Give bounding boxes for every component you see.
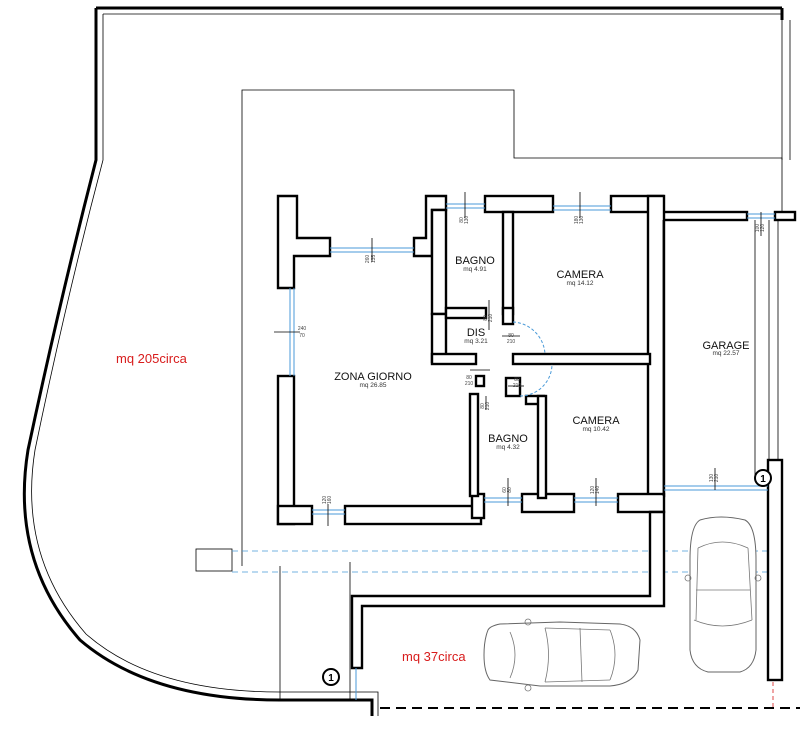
dim-camera2-window-h: 140: [595, 486, 601, 495]
room-area-garage: mq 22.57: [712, 350, 739, 357]
dimension-labels: 260 135 240 70 120 160 80 130 180 130 80…: [298, 216, 766, 505]
dim-dis-door-w: 80: [483, 315, 489, 321]
car-horizontal-icon: [483, 618, 641, 692]
lot-boundary: [22, 6, 800, 716]
dim-zona-bottom-window-w: 120: [322, 496, 328, 505]
section-marker-parking: 1: [322, 668, 340, 686]
parking-area-label: mq 37circa: [402, 649, 466, 664]
dim-garage-side-h: 210: [714, 474, 720, 483]
dim-camera2-door-w: 80: [514, 377, 520, 383]
dim-zona-top-window-h: 135: [371, 255, 377, 264]
dim-bagno2-door-h: 210: [485, 402, 491, 411]
room-name-zona-giorno: ZONA GIORNO: [334, 371, 412, 383]
room-area-camera-2: mq 10.42: [582, 426, 609, 433]
dim-zona-left-window-h: 70: [299, 333, 305, 339]
door-swings: [512, 321, 553, 397]
dim-zona-top-window-w: 260: [365, 255, 371, 264]
walls: [276, 194, 797, 682]
dim-bagno2-window-w: 60: [502, 487, 508, 493]
dim-garage-window-w: 100: [755, 224, 761, 233]
car-vertical-icon: [684, 516, 762, 673]
room-area-zona-giorno: mq 26.85: [359, 382, 386, 389]
dim-dis-right-door-h: 210: [507, 339, 516, 345]
dim-camera1-window-w: 180: [574, 216, 580, 225]
section-marker-garage: 1: [754, 469, 772, 487]
room-area-dis: mq 3.21: [464, 338, 488, 345]
room-area-camera-1: mq 14.12: [566, 280, 593, 287]
section-marker-parking-label: 1: [328, 673, 334, 684]
dim-dis-side-w: 80: [466, 375, 472, 381]
room-labels: ZONA GIORNO mq 26.85 BAGNO mq 4.91 CAMER…: [334, 255, 749, 451]
dim-camera2-window-w: 120: [590, 486, 596, 495]
building-outline: [195, 89, 783, 700]
dim-dis-door-h: 210: [488, 314, 494, 323]
dim-zona-bottom-window-h: 160: [327, 496, 333, 505]
room-name-garage: GARAGE: [702, 340, 749, 352]
dim-garage-side-w: 130: [709, 474, 715, 483]
dim-bagno1-window-h: 130: [464, 216, 470, 225]
room-area-bagno-2: mq 4.32: [496, 444, 520, 451]
dim-dis-side-h: 210: [465, 381, 474, 387]
garden-area-label: mq 205circa: [116, 351, 188, 366]
room-name-bagno-2: BAGNO: [488, 433, 528, 445]
dim-bagno2-door-w: 80: [480, 403, 486, 409]
section-marker-garage-label: 1: [760, 474, 766, 485]
dim-bagno2-window-h: 80: [507, 487, 513, 493]
dim-camera1-window-h: 130: [579, 216, 585, 225]
dim-zona-left-window-w: 240: [298, 326, 307, 332]
room-name-dis: DIS: [467, 327, 485, 339]
room-name-bagno-1: BAGNO: [455, 255, 495, 267]
dim-dis-right-door-w: 80: [508, 333, 514, 339]
dim-camera2-door-h: 210: [513, 383, 522, 389]
dimension-ticks: [274, 192, 762, 526]
room-area-bagno-1: mq 4.91: [463, 266, 487, 273]
room-name-camera-2: CAMERA: [572, 415, 620, 427]
dim-garage-window-h: 120: [760, 224, 766, 233]
dim-bagno1-window-w: 80: [459, 217, 465, 223]
room-name-camera-1: CAMERA: [556, 269, 604, 281]
